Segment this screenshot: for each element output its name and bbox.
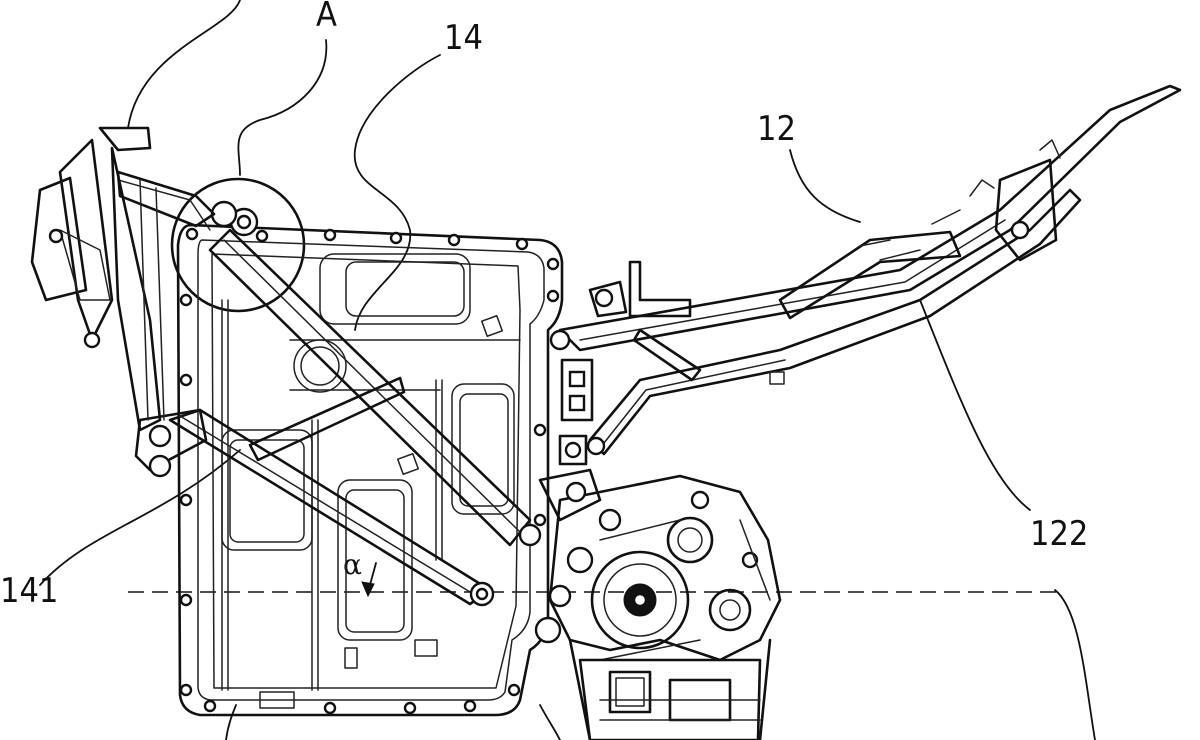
rear-frame-12 [549,84,1182,456]
motor-unit [534,468,782,740]
label-141: 141 [0,571,58,611]
label-alpha: α [343,548,362,581]
leader-lines [39,0,1096,740]
label-12: 12 [757,109,796,149]
housing-bolts [179,227,560,715]
head-tube-section [30,126,216,478]
frame-member-14 [168,200,542,607]
label-a: A [316,0,337,35]
label-14: 14 [444,18,483,58]
label-122: 122 [1030,514,1088,554]
battery-housing [176,223,564,717]
connector-blocks [558,358,594,466]
detail-circle-a [170,177,306,313]
